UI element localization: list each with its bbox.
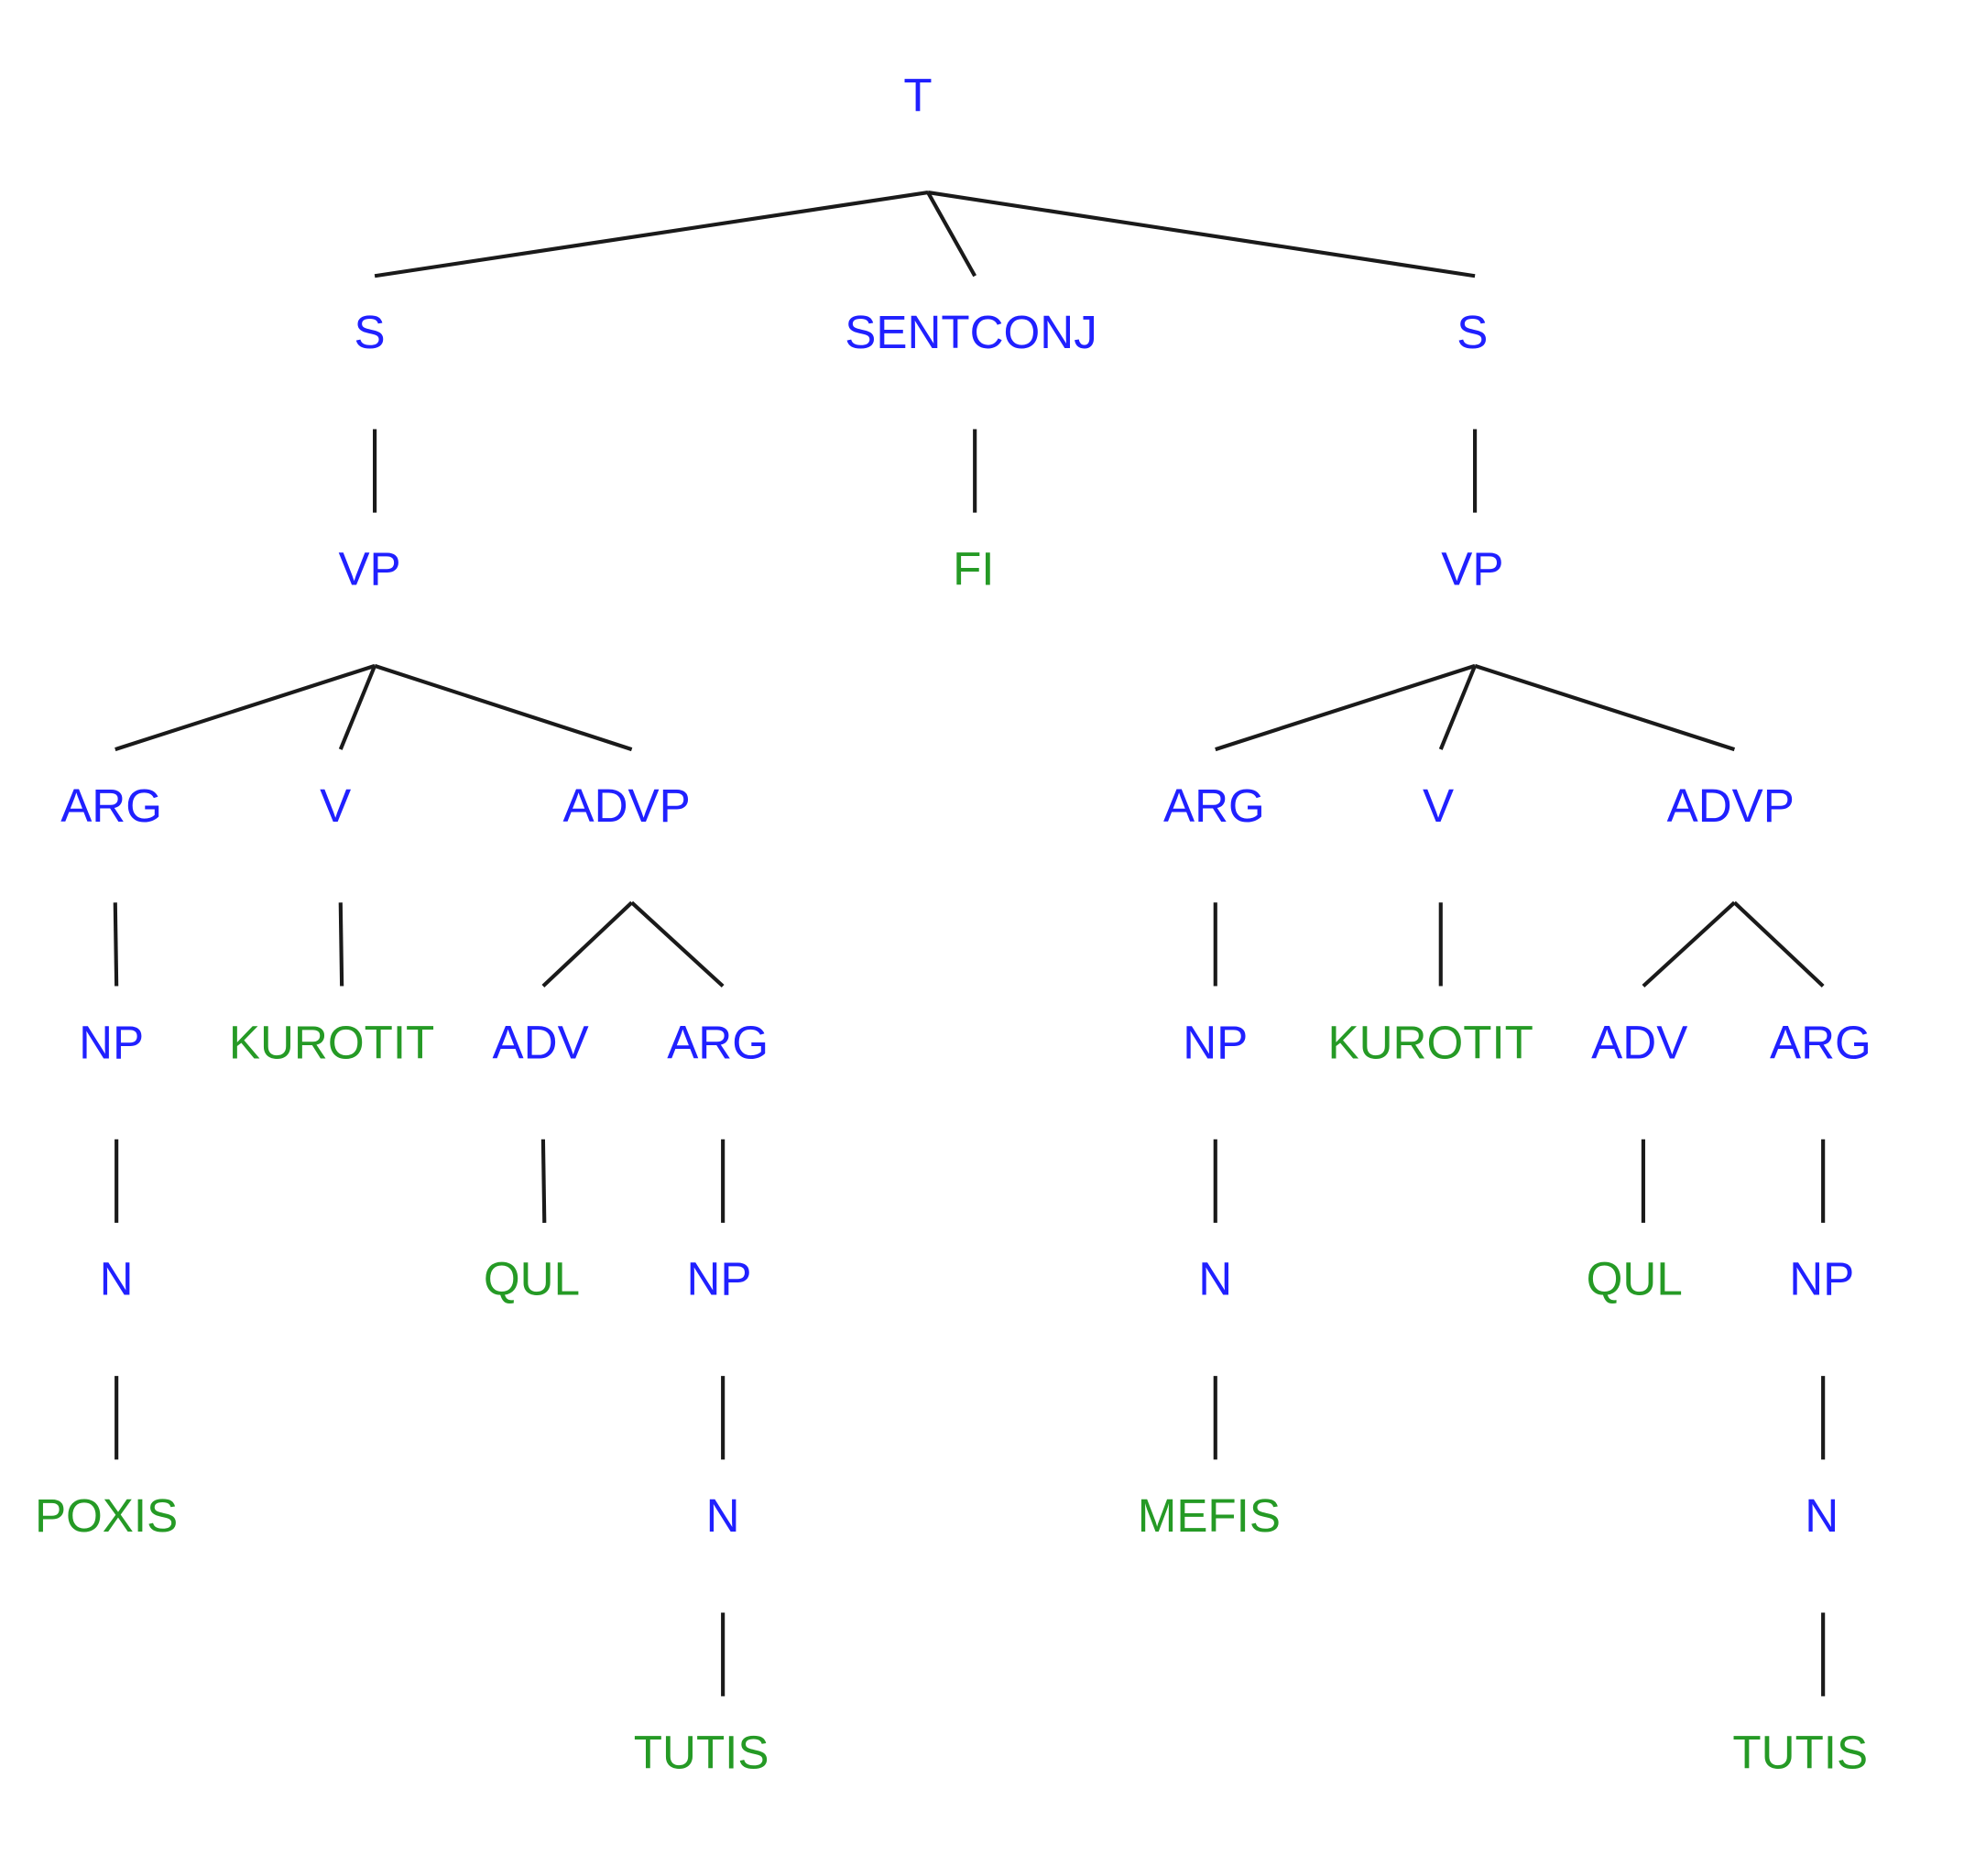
terminal-node-kurotit: KUROTIT <box>1328 1016 1533 1068</box>
tree-nodes: T S VP ARG NP N POXIS V KUROTIT ADVP ADV QUL ARG NP N T… <box>35 70 1871 1779</box>
nonterminal-node-np: NP <box>686 1253 751 1305</box>
nonterminal-node-s: S <box>355 306 386 358</box>
tree-edge <box>630 900 725 988</box>
terminal-node-fi: FI <box>953 542 994 594</box>
terminal-node-tutis: TUTIS <box>634 1727 769 1779</box>
tree-edge <box>540 1139 547 1223</box>
tree-edge <box>927 191 1476 278</box>
nonterminal-node-n: N <box>1198 1253 1232 1305</box>
nonterminal-node-v: V <box>320 780 351 832</box>
nonterminal-node-arg: ARG <box>60 780 162 832</box>
nonterminal-node-sentconj: SENTCONJ <box>845 306 1097 358</box>
nonterminal-node-arg: ARG <box>1163 780 1265 832</box>
nonterminal-node-arg: ARG <box>667 1016 769 1068</box>
nonterminal-node-np: NP <box>1789 1253 1854 1305</box>
tree-edge <box>926 191 977 278</box>
terminal-node-mefis: MEFIS <box>1138 1489 1281 1542</box>
tree-edge <box>1438 665 1478 750</box>
tree-edge <box>374 663 633 752</box>
tree-edge <box>374 191 929 278</box>
terminal-node-qul: QUL <box>1587 1253 1683 1305</box>
nonterminal-node-adv: ADV <box>493 1016 589 1068</box>
tree-edge <box>338 665 377 750</box>
nonterminal-node-advp: ADVP <box>562 780 690 832</box>
nonterminal-node-s: S <box>1457 306 1488 358</box>
nonterminal-node-vp: VP <box>1441 542 1503 594</box>
tree-edge <box>1474 663 1736 752</box>
terminal-node-poxis: POXIS <box>35 1489 178 1542</box>
terminal-node-kurotit: KUROTIT <box>229 1016 434 1068</box>
tree-edge <box>113 902 119 987</box>
nonterminal-node-arg: ARG <box>1770 1016 1871 1068</box>
nonterminal-node-n: N <box>1805 1489 1839 1542</box>
tree-edges <box>113 191 1826 1696</box>
nonterminal-node-advp: ADVP <box>1667 780 1795 832</box>
tree-edge <box>1642 900 1736 988</box>
tree-edge <box>541 900 634 988</box>
tree-edge <box>1732 900 1825 988</box>
nonterminal-node-t: T <box>903 70 932 122</box>
terminal-node-tutis: TUTIS <box>1732 1727 1868 1779</box>
nonterminal-node-vp: VP <box>338 542 400 594</box>
tree-edge <box>115 663 376 752</box>
nonterminal-node-v: V <box>1423 780 1454 832</box>
nonterminal-node-np: NP <box>1183 1016 1248 1068</box>
nonterminal-node-adv: ADV <box>1591 1016 1687 1068</box>
tree-edge <box>1215 663 1476 752</box>
tree-edge <box>338 902 344 987</box>
terminal-node-qul: QUL <box>484 1253 580 1305</box>
nonterminal-node-np: NP <box>79 1016 144 1068</box>
nonterminal-node-n: N <box>706 1489 740 1542</box>
nonterminal-node-n: N <box>100 1253 134 1305</box>
